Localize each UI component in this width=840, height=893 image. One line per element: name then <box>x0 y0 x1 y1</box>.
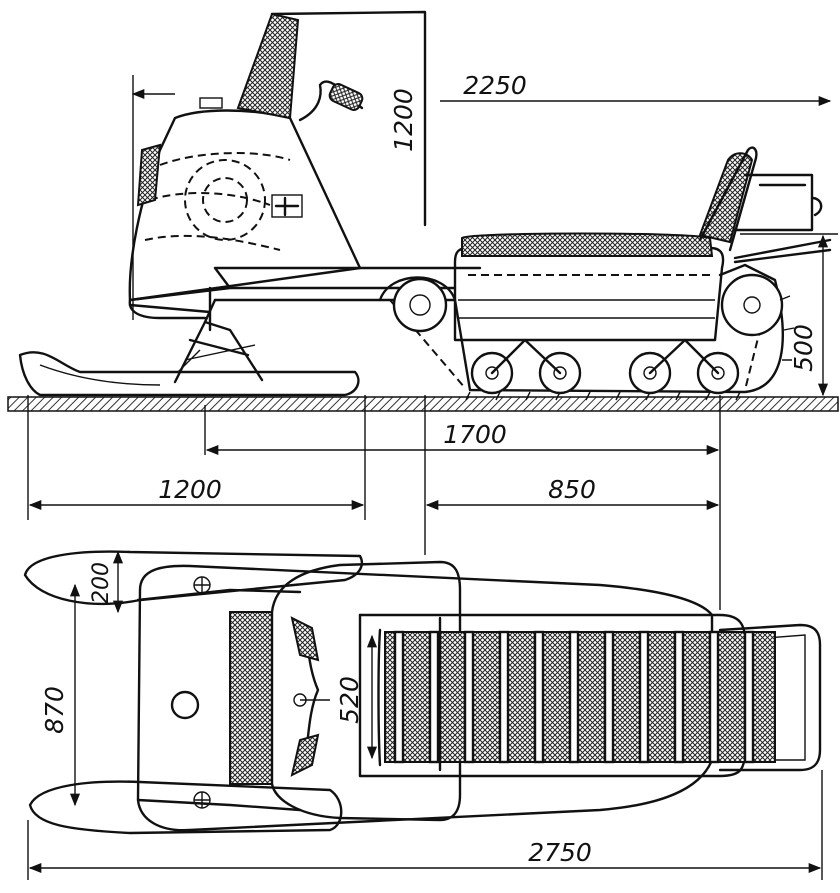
drive-sprocket <box>392 277 448 333</box>
dim-label-1700: 1700 <box>443 420 507 449</box>
dim-label-850: 850 <box>548 475 596 504</box>
hood-cap <box>170 690 200 720</box>
dim-label-870: 870 <box>40 686 69 734</box>
rear-idler <box>720 273 784 337</box>
dim-label-520: 520 <box>335 676 364 724</box>
top-view: 200 870 520 2750 <box>23 550 823 880</box>
side-view: 1200 2250 500 <box>7 10 839 412</box>
seat-body <box>453 246 725 342</box>
dim-label-500: 500 <box>789 324 818 372</box>
seat-cushion <box>461 232 714 257</box>
windshield <box>236 12 300 120</box>
ski-suspension <box>173 298 264 384</box>
dim-label-1200: 1200 <box>158 475 222 504</box>
engine-cowl <box>128 109 362 302</box>
length-dimensions: 1700 1200 850 <box>27 395 721 610</box>
dim-label-2250: 2250 <box>463 71 527 100</box>
main-frame <box>128 266 482 332</box>
luggage-rack <box>733 173 832 264</box>
front-ski <box>18 351 360 397</box>
ground-line <box>7 396 839 412</box>
dim-label-height-1200: 1200 <box>389 88 418 152</box>
top-ski-lower <box>28 780 343 835</box>
road-wheels <box>470 351 740 395</box>
dim-label-2750: 2750 <box>528 838 592 867</box>
seat-backrest <box>698 152 754 244</box>
top-windshield <box>229 611 273 785</box>
track-cleats <box>393 630 755 764</box>
top-ski-upper <box>23 550 364 606</box>
dim-label-200: 200 <box>89 562 114 604</box>
